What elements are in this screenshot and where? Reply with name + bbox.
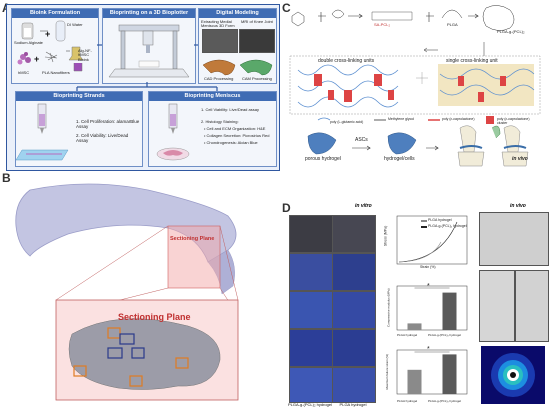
meniscus-box: Bioprinting Meniscus 1. Cell Viability: … — [148, 91, 277, 167]
meniscus-item-4: • Collagen Secretion: Picrosirius Red — [204, 133, 270, 138]
double-crosslink-label: double cross-linking units — [318, 58, 375, 64]
bioink-label-hmsc: hMSC — [18, 70, 30, 75]
in-vitro-label: in vitro — [355, 203, 372, 209]
invivo-histology-1 — [479, 212, 549, 266]
fracture-ylabel: Maximum failure strain (%) — [385, 353, 390, 390]
modulus-star: * — [427, 283, 430, 290]
strain-xlabel: Strain (%) — [420, 265, 436, 269]
modeling-title: Digital Modeling — [199, 9, 276, 18]
modeling-cam-label: CAM Processing — [242, 76, 272, 81]
meniscus-item-2: 2. Histology Staining: — [201, 119, 239, 124]
legend-pcl: poly (ε-caprolactone) — [442, 117, 475, 121]
in-vivo-label-d: in vivo — [510, 203, 526, 209]
legend-peg: Methylene glycol — [388, 117, 415, 121]
strain-chart — [396, 215, 468, 265]
bioplotter-box: Bioprinting on a 3D Bioplotter — [102, 8, 196, 84]
photo-d2 — [332, 215, 376, 253]
bioink-label-alginate: Sodium Alginate — [14, 40, 43, 45]
strain-legend-1: PLGA hydrogel — [428, 218, 452, 222]
strands-box: Bioprinting Strands 1. Cell Proliferatio… — [15, 91, 143, 167]
bioplotter-illustration — [108, 24, 190, 78]
photo-caption-left: PLGA-g-(PCL)₂ hydrogel — [287, 402, 332, 407]
panel-label-b: B — [2, 171, 11, 185]
strands-item-2: 2. Cell Viability: Live/Dead Assay — [76, 133, 129, 143]
bioink-label-algnf: Alg-NF-hMSC Bioink — [78, 48, 92, 62]
fracture-cat-2: PLGA-g-(PCL)₂ hydrogel — [428, 399, 462, 403]
fracture-chart-bar-1 — [407, 369, 422, 394]
photo-d9 — [289, 367, 333, 403]
bioink-illustration: + + — [17, 20, 84, 72]
panel-a-arrows — [76, 44, 218, 91]
porous-hydrogel-label: porous hydrogel — [305, 156, 341, 162]
panel-c-figure — [289, 5, 541, 167]
bioink-label-pla: PLA Nanofibers — [42, 70, 70, 75]
meniscus-item-1: 1. Cell Viability: Live/Dead assay — [201, 107, 259, 112]
strands-illustration — [16, 103, 69, 161]
strands-item-1: 1. Cell Proliferation: alamarBlue Assay — [76, 119, 140, 129]
modulus-cat-2: PLGA-g-(PCL)₂ hydrogel — [428, 333, 462, 337]
fracture-cat-1: PLGA hydrogel — [397, 399, 418, 403]
mri-image-knee — [239, 29, 275, 53]
sectioning-plane-small: Sectioning Plane — [170, 236, 215, 242]
modulus-cat-1: PLGA hydrogel — [397, 333, 418, 337]
reagent-plga: PLGA — [447, 22, 458, 27]
modeling-mri-label: MRI of Knee Joint — [241, 19, 273, 24]
photo-d8 — [332, 329, 376, 367]
reagent-sa-pcl: SA-PCL₂ — [374, 22, 391, 27]
modulus-chart-bar-1 — [407, 323, 422, 330]
meniscus-item-3: • Cell and ECM Organization: H&E — [204, 126, 266, 131]
bioplotter-title: Bioprinting on a 3D Bioplotter — [103, 9, 195, 18]
sectioning-plane-large: Sectioning Plane — [118, 312, 191, 322]
hydrogel-cells-label: hydrogel/cells — [384, 156, 415, 162]
photo-caption-right: PLGA hydrogel — [339, 402, 367, 407]
panel-b-figure — [15, 183, 239, 401]
single-crosslink-label: single cross-linking unit — [446, 58, 498, 64]
modulus-chart-bar-2 — [442, 292, 457, 330]
saxs-pattern — [481, 346, 545, 404]
fracture-star: * — [427, 346, 430, 353]
modeling-extract-label: Extracting Medial Meniscus 3D Form — [201, 19, 235, 29]
legend-pcl-cluster: poly (ε-caprolactone) cluster — [497, 117, 530, 125]
photo-d1 — [289, 215, 333, 253]
in-vivo-label-c: in vivo — [512, 156, 528, 162]
panel-label-c: C — [282, 1, 291, 15]
meniscus-title: Bioprinting Meniscus — [149, 92, 276, 101]
ascs-label: ASCs — [355, 137, 368, 143]
meniscus-illustration — [156, 103, 190, 161]
reagent-plga-g-pcl: PLGA-g-(PCL)₂ — [497, 29, 525, 34]
photo-d5 — [289, 291, 333, 329]
mri-image — [202, 29, 238, 53]
bioink-label-water: DI Water — [67, 22, 83, 27]
bioink-box: Bioink Formulation + + Sodium Alginate D… — [11, 8, 99, 84]
photo-d6 — [332, 291, 376, 329]
modulus-chart — [396, 285, 468, 331]
modeling-box: Digital Modeling Extracting Medial Menis… — [198, 8, 277, 84]
bioink-title: Bioink Formulation — [12, 9, 98, 18]
modeling-cad-label: CAD Processing — [204, 76, 234, 81]
fracture-chart — [396, 349, 468, 395]
photo-d3 — [289, 253, 333, 291]
panel-a: Bioink Formulation + + Sodium Alginate D… — [6, 4, 280, 171]
meniscus-item-5: • Chondrogenesis: Alcian Blue — [204, 140, 258, 145]
strands-title: Bioprinting Strands — [16, 92, 142, 101]
fracture-chart-bar-2 — [442, 354, 457, 394]
invivo-histology-2 — [479, 270, 515, 342]
legend-pla: poly (L-glutamic acid) — [330, 120, 364, 124]
strain-ylabel: Stress (MPa) — [383, 225, 388, 247]
invivo-histology-3 — [515, 270, 549, 342]
photo-d4 — [332, 253, 376, 291]
cad-cam-illustration — [202, 59, 273, 76]
strain-legend-2: PLGA-g-(PCL)₂ hydrogel — [428, 224, 467, 228]
svg-text:+: + — [45, 29, 50, 39]
photo-d7 — [289, 329, 333, 367]
photo-d10 — [332, 367, 376, 403]
svg-text:+: + — [34, 54, 39, 64]
modulus-ylabel: Compressive modulus (MPa) — [386, 288, 391, 327]
panel-label-d: D — [282, 201, 291, 215]
